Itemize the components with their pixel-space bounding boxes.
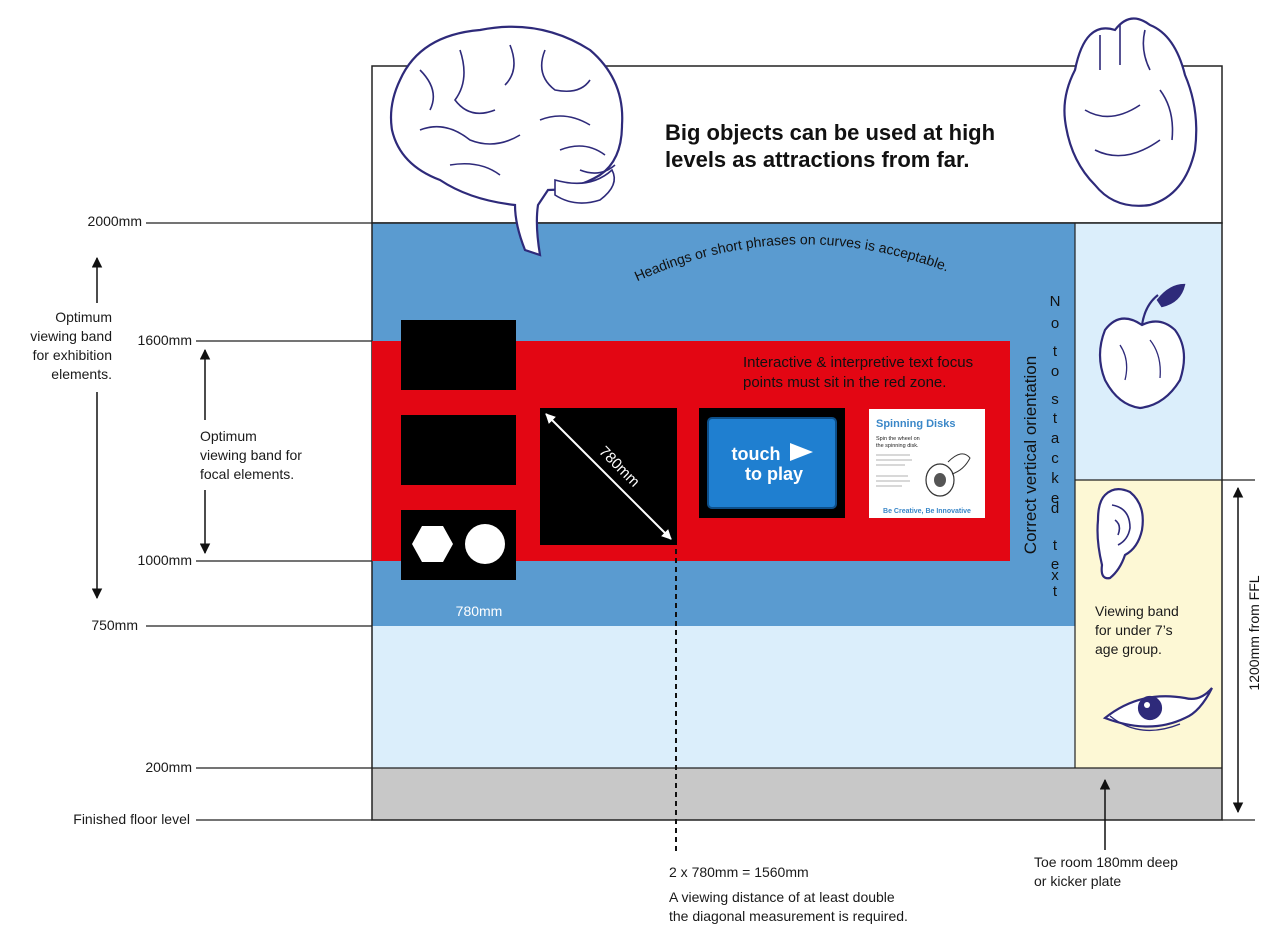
level-750: 750mm xyxy=(91,617,138,633)
svg-text:o: o xyxy=(1051,363,1059,380)
exhibit-block xyxy=(401,320,516,390)
circle-icon xyxy=(465,524,505,564)
poster-title: Spinning Disks xyxy=(876,418,955,430)
apple-icon xyxy=(1098,283,1186,410)
stacked-text: N o t o s t a c k e d t e x t xyxy=(1050,293,1061,600)
play-icon xyxy=(790,443,813,461)
vertical-orientation-text: Correct vertical orientation xyxy=(1021,356,1040,554)
brain-icon xyxy=(389,25,624,257)
poster-text: the spinning disk. xyxy=(876,443,919,449)
finished-floor-level: Finished floor level xyxy=(73,811,190,827)
svg-text:c: c xyxy=(1051,450,1059,467)
svg-text:k: k xyxy=(1051,470,1059,487)
heart-icon xyxy=(1063,17,1198,207)
svg-text:t: t xyxy=(1053,343,1058,360)
svg-text:e: e xyxy=(1051,556,1059,573)
level-1600: 1600mm xyxy=(137,332,192,348)
svg-text:o: o xyxy=(1051,315,1059,332)
svg-text:s: s xyxy=(1051,391,1059,408)
level-200: 200mm xyxy=(145,759,192,775)
spinning-disk-icon xyxy=(925,453,971,497)
red-zone-text-1: Interactive & interpretive text focus xyxy=(743,354,973,371)
svg-text:t: t xyxy=(1053,583,1058,600)
kicker-plate xyxy=(372,768,1222,820)
hexagon-icon xyxy=(412,526,453,562)
poster-footer: Be Creative, Be Innovative xyxy=(883,508,971,515)
kids-band-label: Viewing band for under 7’s age group. xyxy=(1095,603,1179,657)
svg-text:t: t xyxy=(1053,537,1058,554)
svg-text:t: t xyxy=(1053,410,1058,427)
eye-icon xyxy=(1102,687,1213,732)
touch-screen xyxy=(707,417,837,509)
play-label: to play xyxy=(745,464,803,484)
optimum-exhibition-label: Optimum viewing band for exhibition elem… xyxy=(30,309,112,382)
width-label: 780mm xyxy=(456,603,503,619)
svg-text:a: a xyxy=(1051,430,1060,447)
poster-text: Spin the wheel on xyxy=(876,436,920,442)
distance-note: 2 x 780mm = 1560mm A viewing distance of… xyxy=(669,864,908,924)
touch-label: touch xyxy=(732,444,781,464)
ffl-label: 1200mm from FFL xyxy=(1246,575,1262,690)
svg-text:e: e xyxy=(1051,490,1059,507)
optimum-focal-label: Optimum viewing band for focal elements. xyxy=(200,428,302,482)
svg-text:x: x xyxy=(1051,567,1059,584)
red-zone-text-2: points must sit in the red zone. xyxy=(743,374,946,391)
headline-line-1: Big objects can be used at high xyxy=(665,120,995,145)
level-1000: 1000mm xyxy=(137,552,192,568)
svg-text:d: d xyxy=(1051,500,1059,517)
headline-line-2: levels as attractions from far. xyxy=(665,147,969,172)
ear-icon xyxy=(1096,488,1144,580)
diagonal-arrow xyxy=(545,413,672,540)
lower-wall xyxy=(372,626,1075,768)
toe-room-note: Toe room 180mm deep or kicker plate xyxy=(1034,854,1178,889)
exhibit-block xyxy=(401,415,516,485)
level-lines xyxy=(146,222,1255,821)
svg-text:N: N xyxy=(1050,293,1061,310)
poster-body-lines xyxy=(876,454,912,487)
level-2000: 2000mm xyxy=(87,213,142,229)
info-poster xyxy=(869,409,985,518)
